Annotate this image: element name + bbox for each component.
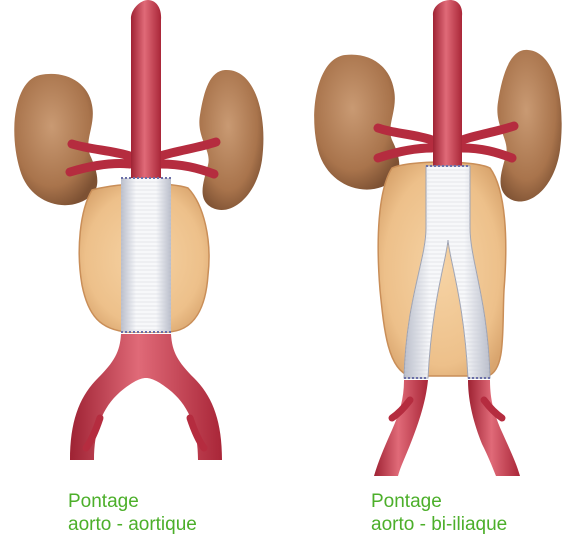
caption-aorto-aortic: Pontage aorto - aortique: [68, 490, 197, 536]
caption-aorto-bi-iliac: Pontage aorto - bi-iliaque: [371, 490, 507, 536]
caption-right-line2: aorto - bi-iliaque: [371, 513, 507, 536]
aorta: [131, 0, 161, 182]
left-kidney: [14, 74, 97, 205]
aorto-aortic-figure: [14, 0, 263, 460]
left-kidney: [314, 55, 399, 190]
caption-left-line1: Pontage: [68, 490, 197, 513]
right-renal-artery: [160, 142, 216, 174]
bypass-illustrations: [0, 0, 565, 480]
aorta: [433, 0, 462, 168]
aorto-bi-iliac-figure: [314, 0, 561, 476]
right-common-iliac: [468, 380, 520, 476]
left-common-iliac: [374, 380, 428, 476]
caption-right-line1: Pontage: [371, 490, 507, 513]
caption-left-line2: aorto - aortique: [68, 513, 197, 536]
